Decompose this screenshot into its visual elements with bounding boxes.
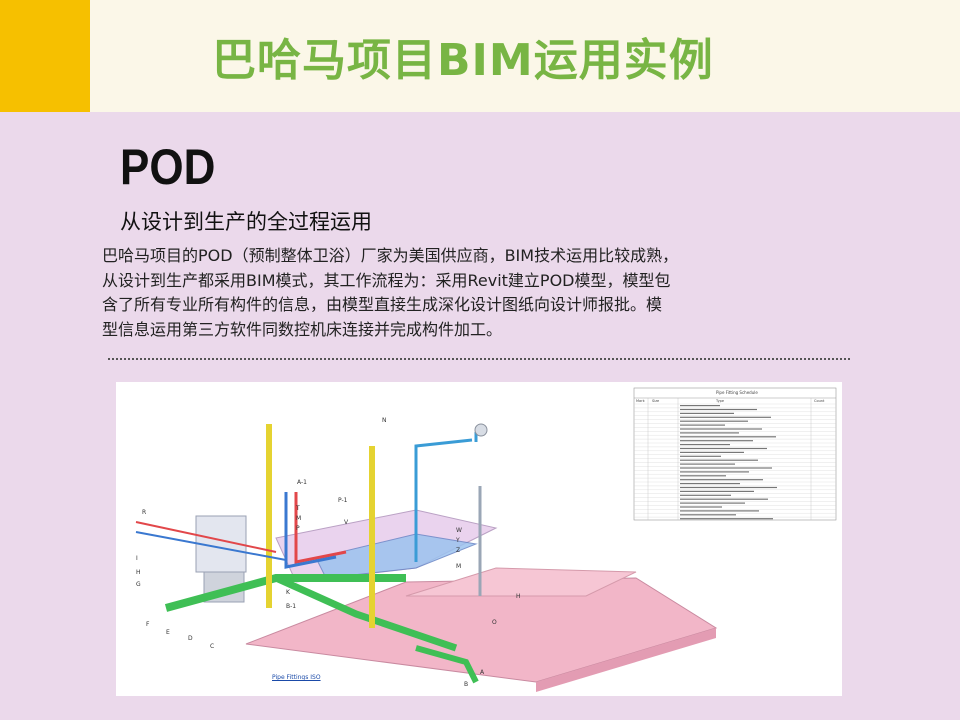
schedule-title: Pipe Fitting Schedule: [716, 390, 758, 395]
shower-head: [474, 423, 488, 437]
shower-riser: [414, 438, 473, 562]
callout-n: N: [382, 417, 387, 424]
schedule-row-text: [680, 440, 753, 442]
schedule-row-text: [680, 447, 767, 450]
callout-h2: H: [516, 593, 521, 600]
schedule-row-text: [680, 424, 725, 426]
schedule-row-text: [680, 444, 730, 446]
schedule-row-text: [680, 498, 768, 500]
pod-iso-drawing: N A-1 P-1 T M P V R W Y Z M I H G K B-1 …: [135, 387, 837, 692]
schedule-header: Size: [652, 399, 659, 403]
paragraph-line: 含了所有专业所有构件的信息，由模型直接生成深化设计图纸向设计师报批。模: [102, 295, 663, 314]
callout-r: R: [142, 509, 146, 516]
paragraph-line: 从设计到生产都采用BIM模式，其工作流程为：采用Revit建立POD模型，模型包: [102, 270, 671, 290]
callout-i: I: [136, 555, 138, 562]
callout-m2: M: [456, 563, 461, 570]
schedule-row-text: [680, 486, 777, 489]
paragraph-line: 巴哈马项目的POD（预制整体卫浴）厂家为美国供应商，BIM技术运用比较成熟，: [102, 246, 679, 265]
header: [0, 0, 960, 112]
callout-f: F: [146, 621, 150, 628]
schedule-row-text: [680, 405, 720, 407]
schedule-row-text: [680, 428, 762, 430]
hot-water-pipe: [294, 492, 347, 564]
callout-a: A: [480, 669, 485, 676]
section-heading: POD: [120, 139, 216, 195]
callout-k: K: [286, 589, 291, 596]
callout-m: M: [296, 515, 301, 522]
schedule-row-text: [680, 432, 739, 434]
schedule-row-text: [680, 416, 771, 418]
callout-h: H: [136, 569, 141, 576]
callout-v: V: [344, 519, 349, 526]
schedule-row-text: [680, 467, 772, 469]
callout-w: W: [456, 527, 462, 534]
schedule-header: Mark: [636, 399, 646, 403]
callout-d: D: [188, 635, 193, 642]
callout-a1: A-1: [297, 479, 307, 486]
page-title: 巴哈马项目BIM运用实例: [212, 35, 714, 86]
schedule-row-text: [680, 459, 758, 461]
section-subtitle: 从设计到生产的全过程运用: [120, 210, 372, 234]
drain-outlet: [415, 645, 479, 684]
callout-b: B: [464, 681, 468, 688]
callout-o: O: [492, 619, 497, 626]
schedule-row-text: [680, 494, 731, 496]
schedule-row-text: [680, 455, 721, 457]
schedule-row-text: [680, 412, 734, 414]
schedule-row-text: [680, 506, 722, 508]
description-paragraph: 巴哈马项目的POD（预制整体卫浴）厂家为美国供应商，BIM技术运用比较成熟， 从…: [102, 244, 862, 342]
schedule-row-text: [680, 420, 748, 422]
schedule-row-text: [680, 475, 726, 477]
schedule-row-text: [680, 502, 745, 504]
dotted-divider: [108, 358, 850, 360]
callout-y: Y: [455, 537, 460, 544]
paragraph-line: 型信息运用第三方软件同数控机床连接并完成构件加工。: [102, 319, 503, 339]
schedule-row-text: [680, 514, 736, 516]
drain-branch: [274, 574, 458, 652]
accent-bar: [0, 0, 90, 112]
pod-floor-slab: [245, 577, 718, 683]
schedule-row-text: [680, 518, 773, 520]
schedule-header: Count: [814, 399, 825, 403]
cold-water-pipe: [284, 492, 337, 569]
schedule-row-text: [680, 463, 735, 465]
callout-c: C: [210, 643, 214, 650]
schedule-row-text: [680, 408, 757, 411]
schedule-row-text: [680, 490, 754, 492]
callout-g: G: [136, 581, 141, 588]
schedule-header: Type: [715, 399, 724, 403]
schedule-row-text: [680, 436, 776, 438]
pod-piping-figure: N A-1 P-1 T M P V R W Y Z M I H G K B-1 …: [116, 382, 842, 696]
callout-p1: P-1: [338, 497, 348, 504]
callout-b1: B-1: [286, 603, 296, 610]
schedule-row-text: [680, 451, 744, 453]
schedule-row-text: [680, 483, 740, 485]
schedule-row-text: [680, 479, 763, 481]
supply-line: [135, 521, 277, 553]
callout-t: T: [295, 505, 300, 512]
figure-caption: Pipe Fittings ISO: [272, 674, 321, 681]
pod-shower-tray: [405, 567, 637, 597]
pod-floor-edge: [536, 628, 716, 692]
schedule-row-text: [680, 471, 749, 473]
schedule-row-text: [680, 510, 759, 512]
supply-line: [135, 531, 287, 561]
callout-p: P: [296, 525, 300, 532]
callout-e: E: [166, 629, 170, 636]
callout-z: Z: [456, 547, 460, 554]
